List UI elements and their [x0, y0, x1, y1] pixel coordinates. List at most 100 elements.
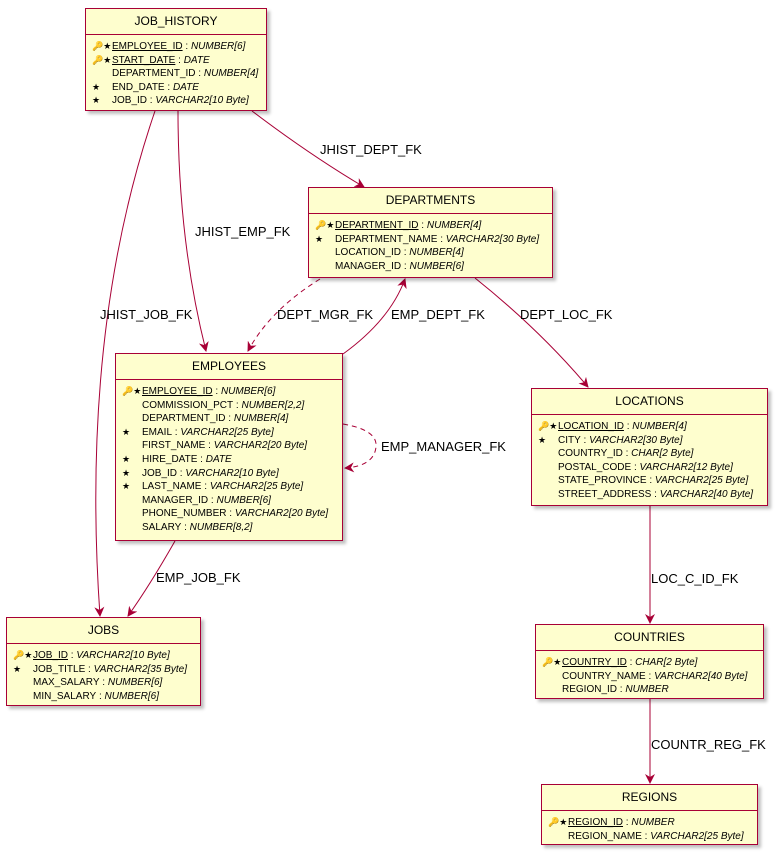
field-name: JOB_TITLE: [33, 663, 86, 675]
field-row: MAX_SALARY : NUMBER[6]: [13, 676, 194, 690]
field-separator: :: [181, 521, 190, 533]
field-name: JOB_ID: [112, 95, 148, 107]
field-separator: :: [437, 233, 446, 245]
field-separator: :: [617, 684, 626, 696]
edge-jhist-dept: [251, 110, 365, 188]
field-row: MANAGER_ID : NUMBER[6]: [315, 260, 546, 274]
entity-departments[interactable]: DEPARTMENTS 🔑★DEPARTMENT_ID : NUMBER[4]★…: [308, 187, 553, 278]
field-type: NUMBER[6]: [220, 386, 276, 397]
entity-job-history[interactable]: JOB_HISTORY 🔑★EMPLOYEE_ID : NUMBER[6]🔑★S…: [85, 8, 267, 111]
field-row: 🔑★LOCATION_ID : NUMBER[4]: [538, 420, 761, 434]
field-type: NUMBER[6]: [409, 260, 464, 272]
field-type: VARCHAR2[12 Byte]: [639, 461, 733, 473]
field-list: 🔑★JOB_ID : VARCHAR2[10 Byte]★JOB_TITLE :…: [7, 644, 200, 706]
field-list: 🔑★EMPLOYEE_ID : NUMBER[6]🔑★START_DATE : …: [86, 35, 266, 111]
key-star-icon: 🔑★: [13, 650, 33, 660]
field-name: JOB_ID: [142, 467, 178, 479]
field-separator: :: [623, 817, 632, 828]
field-name: MANAGER_ID: [335, 260, 402, 272]
field-name: DEPARTMENT_ID: [335, 220, 419, 231]
field-list: 🔑★EMPLOYEE_ID : NUMBER[6]COMMISSION_PCT …: [116, 380, 342, 538]
edge-dept-mgr: [247, 278, 321, 352]
field-row: ★CITY : VARCHAR2[30 Byte]: [538, 434, 761, 448]
field-name: DEPARTMENT_ID: [112, 68, 196, 80]
field-type: NUMBER[6]: [216, 494, 271, 506]
entity-title: EMPLOYEES: [116, 354, 342, 380]
edge-jhist-job: [94, 110, 156, 617]
field-separator: :: [400, 247, 410, 259]
key-star-icon: 🔑★: [315, 220, 335, 230]
field-row: 🔑★START_DATE : DATE: [92, 54, 260, 68]
field-row: 🔑★COUNTRY_ID : CHAR[2 Byte]: [542, 656, 757, 670]
field-separator: :: [96, 690, 105, 702]
star-icon: ★: [122, 481, 131, 492]
entity-employees[interactable]: EMPLOYEES 🔑★EMPLOYEE_ID : NUMBER[6]COMMI…: [115, 353, 343, 541]
field-separator: :: [401, 260, 410, 272]
field-type: NUMBER: [631, 817, 675, 828]
field-type: NUMBER[8,2]: [189, 521, 253, 533]
field-row: ★JOB_ID : VARCHAR2[10 Byte]: [122, 467, 336, 481]
field-name: DEPARTMENT_NAME: [335, 233, 438, 245]
entity-jobs[interactable]: JOBS 🔑★JOB_ID : VARCHAR2[10 Byte]★JOB_TI…: [6, 617, 201, 706]
field-type: VARCHAR2[40 Byte]: [654, 670, 748, 682]
label-emp-dept-fk: EMP_DEPT_FK: [391, 307, 485, 322]
field-name: POSTAL_CODE: [558, 461, 632, 473]
field-separator: :: [226, 508, 235, 520]
star-icon: ★: [122, 467, 131, 478]
entity-countries[interactable]: COUNTRIES 🔑★COUNTRY_ID : CHAR[2 Byte]COU…: [535, 624, 764, 699]
field-row: STREET_ADDRESS : VARCHAR2[40 Byte]: [538, 488, 761, 502]
field-type: VARCHAR2[35 Byte]: [93, 663, 187, 675]
field-separator: :: [651, 488, 660, 500]
field-separator: :: [225, 413, 234, 425]
field-list: 🔑★COUNTRY_ID : CHAR[2 Byte]COUNTRY_NAME …: [536, 651, 763, 700]
label-jhist-emp-fk: JHIST_EMP_FK: [195, 224, 291, 239]
field-type: DATE: [183, 54, 210, 66]
label-jhist-dept-fk: JHIST_DEPT_FK: [320, 142, 422, 157]
field-name: COUNTRY_ID: [562, 657, 627, 668]
star-icon: ★: [122, 453, 131, 464]
field-separator: :: [580, 434, 590, 446]
field-name: MIN_SALARY: [33, 690, 97, 702]
field-separator: :: [622, 448, 632, 460]
star-icon: ★: [538, 434, 547, 445]
star-icon: ★: [92, 81, 101, 92]
field-name: START_DATE: [112, 54, 176, 66]
entity-title: REGIONS: [542, 785, 757, 811]
field-type: NUMBER[4]: [233, 413, 289, 425]
label-countr-reg-fk: COUNTR_REG_FK: [651, 737, 766, 752]
field-row: FIRST_NAME : VARCHAR2[20 Byte]: [122, 439, 336, 453]
label-dept-loc-fk: DEPT_LOC_FK: [520, 307, 613, 322]
field-separator: :: [623, 421, 633, 432]
key-star-icon: 🔑★: [92, 41, 112, 51]
field-name: STATE_PROVINCE: [558, 475, 647, 487]
field-separator: :: [626, 657, 636, 668]
field-row: ★END_DATE : DATE: [92, 81, 260, 95]
label-loc-c-id-fk: LOC_C_ID_FK: [651, 571, 739, 586]
field-name: FIRST_NAME: [142, 440, 206, 452]
entity-title: LOCATIONS: [532, 389, 767, 415]
field-type: CHAR[2 Byte]: [635, 657, 698, 668]
field-row: STATE_PROVINCE : VARCHAR2[25 Byte]: [538, 474, 761, 488]
label-emp-job-fk: EMP_JOB_FK: [156, 570, 241, 585]
field-row: LOCATION_ID : NUMBER[4]: [315, 246, 546, 260]
field-type: VARCHAR2[10 Byte]: [76, 650, 170, 661]
field-type: NUMBER: [625, 684, 669, 696]
field-row: ★EMAIL : VARCHAR2[25 Byte]: [122, 426, 336, 440]
field-row: ★DEPARTMENT_NAME : VARCHAR2[30 Byte]: [315, 233, 546, 247]
field-row: 🔑★EMPLOYEE_ID : NUMBER[6]: [122, 385, 336, 399]
field-separator: :: [177, 467, 186, 479]
star-icon: ★: [122, 426, 131, 437]
edge-jhist-emp: [177, 110, 209, 352]
field-row: ★HIRE_DATE : DATE: [122, 453, 336, 467]
field-row: REGION_NAME : VARCHAR2[25 Byte]: [548, 830, 751, 844]
field-separator: :: [646, 475, 655, 487]
entity-locations[interactable]: LOCATIONS 🔑★LOCATION_ID : NUMBER[4]★CITY…: [531, 388, 768, 506]
field-separator: :: [195, 68, 204, 80]
star-icon: ★: [315, 233, 324, 244]
star-icon: ★: [13, 663, 22, 674]
field-name: LOCATION_ID: [558, 421, 624, 432]
field-separator: :: [147, 95, 156, 107]
field-name: LOCATION_ID: [335, 247, 401, 259]
